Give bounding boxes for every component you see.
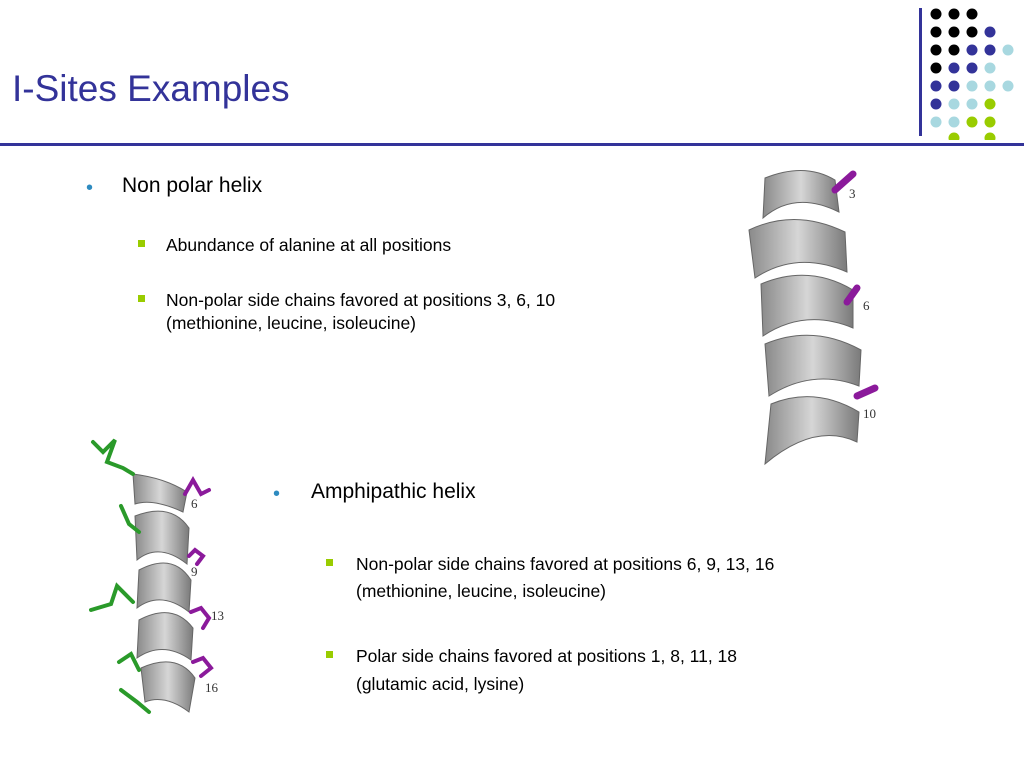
section1-item-2-line1: Non-polar side chains favored at positio…	[166, 290, 556, 310]
section2-item-1-line2: (methionine, leucine, isoleucine)	[356, 581, 606, 601]
bullet-dot: •	[273, 483, 281, 505]
helix2-label-9: 9	[191, 564, 198, 579]
amphipathic-helix-figure: 6 9 13 16	[89, 438, 224, 714]
section2-heading: Amphipathic helix	[311, 480, 476, 503]
sub-bullet-marker	[326, 559, 333, 566]
sub-bullet-marker	[326, 651, 333, 658]
section2-item-2-line1: Polar side chains favored at positions 1…	[356, 646, 738, 666]
helix1-label-6: 6	[863, 298, 870, 313]
slide-title: I-Sites Examples	[12, 68, 290, 109]
section1-item-1: Abundance of alanine at all positions	[166, 235, 452, 255]
section2-item-2-line2: (glutamic acid, lysine)	[356, 674, 525, 694]
decorative-dot-grid	[930, 8, 1014, 140]
section2-item-1-line1: Non-polar side chains favored at positio…	[356, 554, 775, 574]
helix2-label-13: 13	[211, 608, 224, 623]
nonpolar-helix-figure: 3 6 10	[748, 169, 879, 466]
section1-item-2-line2: (methionine, leucine, isoleucine)	[166, 313, 416, 333]
title-divider	[0, 143, 1024, 146]
helix2-label-16: 16	[205, 680, 219, 695]
helix1-label-3: 3	[849, 186, 856, 201]
corner-divider	[919, 8, 922, 136]
section1-heading: Non polar helix	[122, 174, 263, 197]
bullet-dot: •	[86, 177, 94, 199]
helix2-label-6: 6	[191, 496, 198, 511]
sub-bullet-marker	[138, 295, 145, 302]
helix1-label-10: 10	[863, 406, 876, 421]
sub-bullet-marker	[138, 240, 145, 247]
